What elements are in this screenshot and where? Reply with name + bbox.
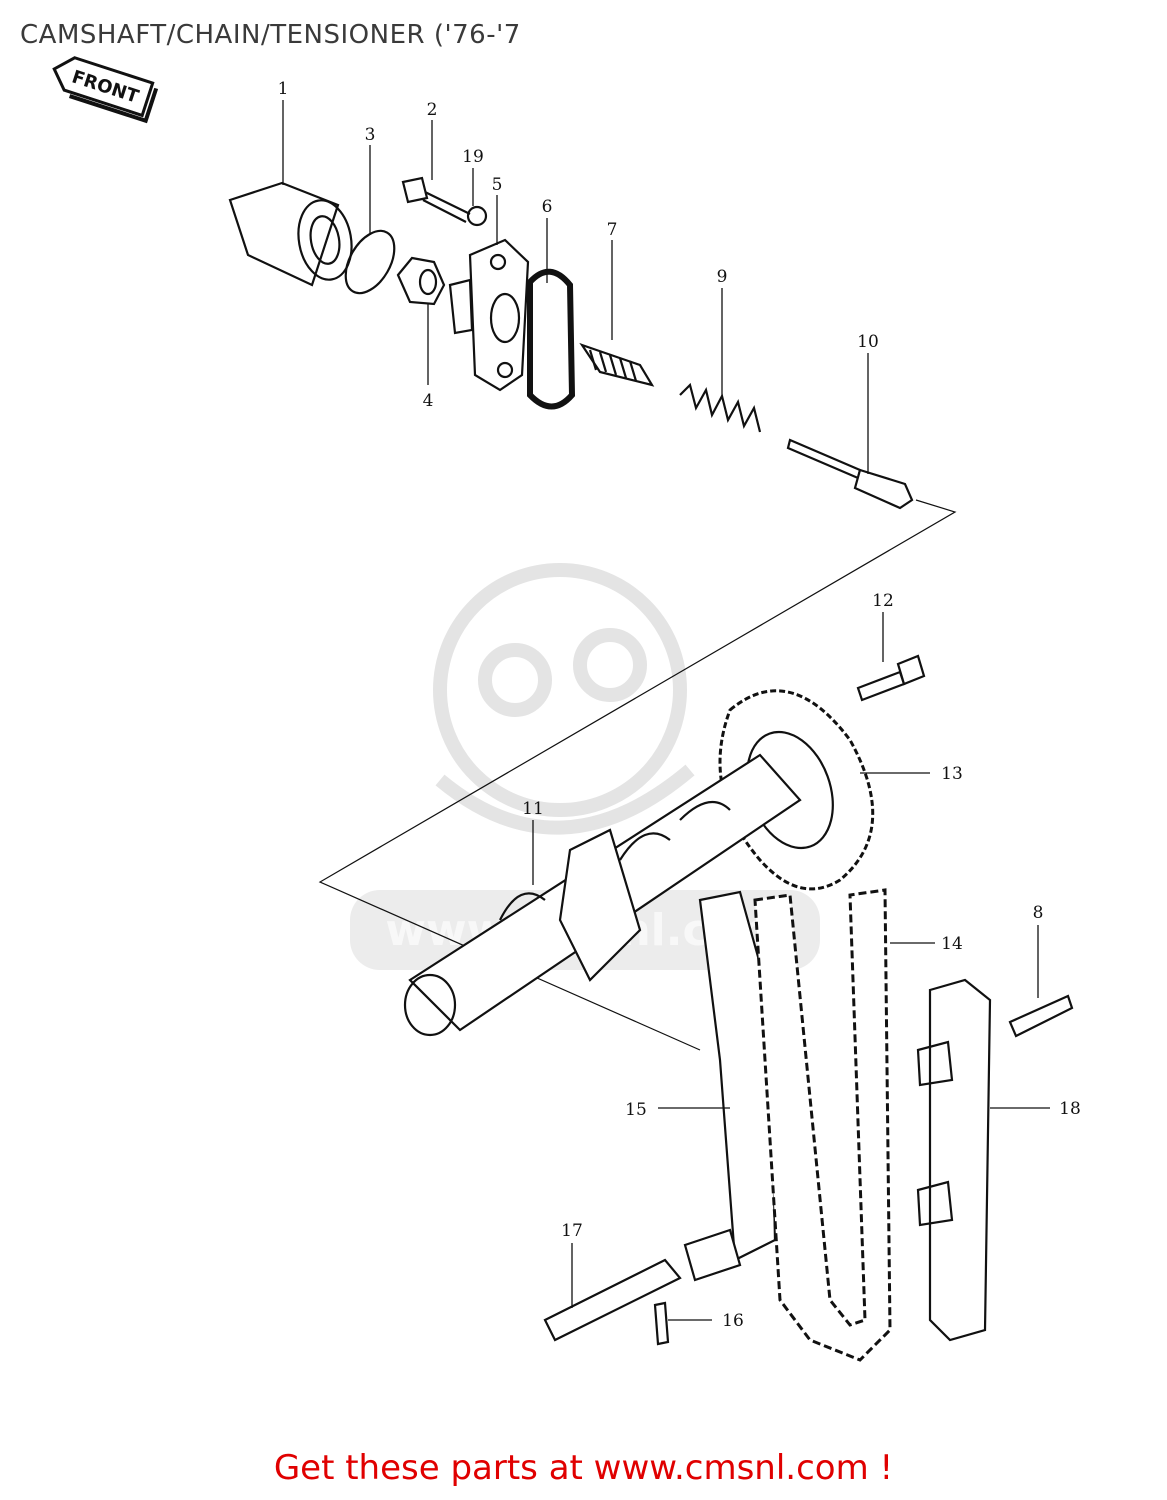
callout-12: 12 [872, 591, 894, 611]
page-title: CAMSHAFT/CHAIN/TENSIONER ('76-'7 [20, 20, 521, 50]
callout-5: 5 [492, 175, 503, 195]
part-5-tensioner-body [448, 238, 530, 392]
callout-15: 15 [625, 1100, 647, 1120]
callout-10: 10 [857, 332, 879, 352]
part-14-chain [753, 888, 892, 1362]
callout-14: 14 [941, 934, 963, 954]
part-17-shaft [543, 1258, 682, 1342]
callout-17: 17 [561, 1221, 583, 1241]
promo-link[interactable]: Get these parts at www.cmsnl.com ! [273, 1448, 894, 1488]
callout-9: 9 [717, 267, 728, 287]
part-11-camshaft [403, 753, 802, 1037]
callout-11: 11 [522, 799, 544, 819]
callout-18: 18 [1059, 1099, 1081, 1119]
callout-8: 8 [1033, 903, 1044, 923]
callout-19: 19 [462, 147, 484, 167]
front-arrow-icon: FRONT [52, 56, 159, 124]
part-4-nut [396, 256, 446, 306]
callout-7: 7 [607, 220, 618, 240]
part-3-o-ring [344, 229, 396, 295]
callout-13: 13 [941, 764, 963, 784]
leader-lines [282, 100, 1050, 1321]
part-8-pin [1008, 994, 1074, 1038]
part-16-pin [653, 1301, 670, 1346]
part-18-guide-rail [916, 978, 992, 1342]
part-12-bolt [856, 654, 926, 702]
part-19-washer [466, 205, 488, 227]
callout-labels: 1 2 3 4 5 6 7 8 9 10 11 12 13 14 15 16 1… [278, 79, 1081, 1331]
callout-16: 16 [722, 1311, 744, 1331]
callout-4: 4 [423, 391, 434, 411]
part-10-pushrod [786, 438, 914, 510]
callout-2: 2 [427, 100, 438, 120]
part-1-cap [228, 181, 353, 287]
part-9-spring [679, 382, 762, 433]
callout-1: 1 [278, 79, 289, 99]
part-6-gasket [527, 268, 576, 410]
callout-6: 6 [542, 197, 553, 217]
callout-3: 3 [365, 125, 376, 145]
part-7-plunger [579, 342, 655, 387]
part-2-bolt [401, 176, 471, 223]
promo-banner: Get these parts at www.cmsnl.com ! [0, 1448, 1167, 1488]
